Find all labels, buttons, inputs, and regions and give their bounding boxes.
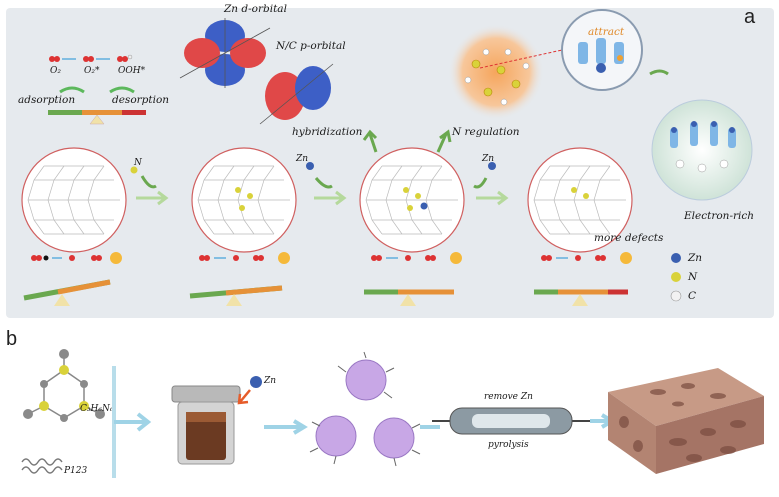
dopant-zn-label-2: Zn (482, 154, 495, 164)
adsorption-label: adsorption (18, 94, 76, 106)
p123-label: P123 (64, 466, 88, 476)
o2-label: O₂ (50, 66, 61, 76)
zn-d-orbital-graphic (179, 18, 271, 88)
ooh-star-label: OOH* (118, 66, 146, 76)
more-defects-label: more defects (594, 232, 664, 244)
graphene-stage-1 (21, 147, 127, 253)
legend-n-swatch (671, 272, 681, 282)
zn-label: Zn (264, 376, 277, 386)
n-regulation-graphic (448, 24, 544, 120)
upward-arrows (362, 69, 669, 153)
porous-carbon-block (608, 368, 764, 474)
attract-inset (479, 9, 643, 91)
process-arrow-1 (264, 419, 308, 435)
graphene-stage-2 (191, 147, 297, 253)
nc-p-orbital-label: N/C p-orbital (276, 40, 346, 52)
reaction-molecules (49, 54, 133, 62)
bracket-arrow (112, 366, 152, 478)
legend-zn-swatch (671, 253, 681, 263)
remove-zn-label: remove Zn (484, 392, 533, 402)
tube-furnace (432, 407, 590, 435)
nc-p-orbital-graphic (259, 63, 334, 125)
desorption-label: desorption (112, 94, 170, 106)
legend-zn-label: Zn (688, 252, 703, 264)
graphene-stage-3 (359, 147, 465, 253)
legend-c-swatch (670, 290, 682, 302)
pyrolysis-label: pyrolysis (488, 440, 529, 450)
legend-n-label: N (688, 271, 698, 283)
process-arrow-2 (420, 425, 440, 429)
dopant-zn-label-1: Zn (296, 154, 309, 164)
hybridization-label: hybridization (292, 126, 363, 138)
dopant-n-label: N (134, 158, 142, 168)
electron-rich-graphic (651, 99, 753, 201)
zn-d-orbital-label: Zn d-orbital (224, 3, 287, 15)
panel-b-label: b (6, 328, 18, 350)
micelle-clusters (309, 351, 421, 467)
electron-rich-label: Electron-rich (684, 210, 755, 222)
arrows-between-stages (130, 162, 509, 206)
o2-star-label: O₂* (84, 66, 100, 76)
legend-c-label: C (688, 290, 697, 302)
graphene-stage-4 (527, 147, 633, 253)
legend-swatches (670, 253, 682, 302)
balance-seesaw-top (48, 86, 146, 125)
autoclave-reactor (171, 385, 241, 465)
zn-atom-dropin (237, 376, 262, 405)
p123-chains (21, 458, 63, 474)
n-regulation-label: N regulation (452, 126, 520, 138)
melamine-molecule (23, 349, 105, 422)
precursor-formula: C₃H₆N₆ (80, 404, 114, 414)
panel-a-label: a (744, 6, 756, 28)
seesaw-row (23, 252, 632, 306)
attract-label: attract (588, 26, 625, 38)
